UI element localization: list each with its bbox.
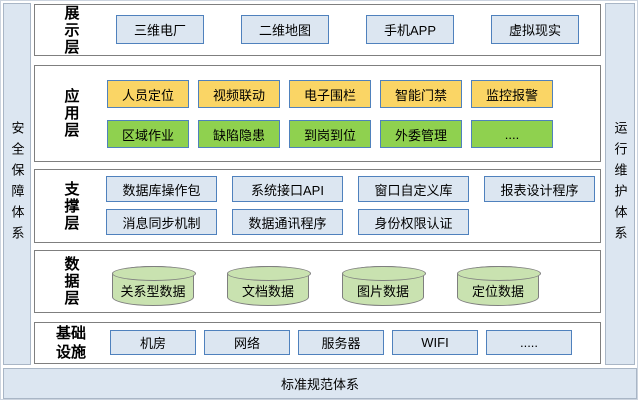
node-system-api: 系统接口API [232,176,343,202]
node-db-toolkit: 数据库操作包 [106,176,217,202]
node-2d-map: 二维地图 [241,15,329,44]
application-row-2: 区域作业 缺陷隐患 到岗到位 外委管理 .... [107,120,553,148]
node-mobile-app: 手机APP [366,15,454,44]
node-video-linkage: 视频联动 [198,80,280,108]
layer-application: 应用层 人员定位 视频联动 电子围栏 智能门禁 监控报警 区域作业 缺陷隐患 到… [34,65,601,162]
layer-data: 数据层 关系型数据 文档数据 图片数据 定位数据 [34,250,601,313]
node-virtual-reality: 虚拟现实 [491,15,579,44]
node-network: 网络 [204,330,290,355]
node-defect-hazard: 缺陷隐患 [198,120,280,148]
application-row-1: 人员定位 视频联动 电子围栏 智能门禁 监控报警 [107,80,553,108]
layer-application-label: 应用层 [62,88,80,139]
node-server-room: 机房 [110,330,196,355]
right-pillar-label: 运行维护体系 [612,121,628,247]
layer-infrastructure-label: 基础设施 [55,325,86,361]
bottom-bar-label: 标准规范体系 [280,377,359,392]
node-outsourcing-mgmt: 外委管理 [380,120,462,148]
cylinder-relational-data: 关系型数据 [112,266,196,306]
left-pillar-label: 安全保障体系 [9,121,25,247]
node-window-custom-lib: 窗口自定义库 [358,176,469,202]
layer-presentation-label: 展示层 [62,4,80,56]
node-smart-access: 智能门禁 [380,80,462,108]
data-row: 关系型数据 文档数据 图片数据 定位数据 [112,266,541,306]
node-data-comm: 数据通讯程序 [232,209,343,235]
node-electronic-fence: 电子围栏 [289,80,371,108]
node-area-work: 区域作业 [107,120,189,148]
node-more-apps: .... [471,120,553,148]
left-pillar-security-assurance: 安全保障体系 [3,3,31,365]
cylinder-document-data: 文档数据 [227,266,311,306]
node-3d-plant: 三维电厂 [116,15,204,44]
node-more-infra: ..... [486,330,572,355]
node-wifi: WIFI [392,330,478,355]
node-monitor-alarm: 监控报警 [471,80,553,108]
layer-infrastructure: 基础设施 机房 网络 服务器 WIFI ..... [34,322,601,364]
node-on-duty: 到岗到位 [289,120,371,148]
node-report-designer: 报表设计程序 [484,176,595,202]
node-personnel-location: 人员定位 [107,80,189,108]
node-server: 服务器 [298,330,384,355]
support-row-2: 消息同步机制 数据通讯程序 身份权限认证 [106,209,469,235]
presentation-row: 三维电厂 二维地图 手机APP 虚拟现实 [116,15,579,44]
right-pillar-operation-maintenance: 运行维护体系 [605,3,635,365]
cylinder-image-data: 图片数据 [342,266,426,306]
cylinder-location-data: 定位数据 [457,266,541,306]
layer-data-label: 数据层 [62,256,80,307]
infrastructure-row: 机房 网络 服务器 WIFI ..... [110,330,572,355]
layer-support-label: 支撑层 [62,180,80,232]
layer-presentation: 展示层 三维电厂 二维地图 手机APP 虚拟现实 [34,4,601,56]
layer-support: 支撑层 数据库操作包 系统接口API 窗口自定义库 报表设计程序 消息同步机制 … [34,169,601,243]
support-row-1: 数据库操作包 系统接口API 窗口自定义库 报表设计程序 [106,176,595,202]
bottom-bar-standards: 标准规范体系 [3,368,637,399]
node-message-sync: 消息同步机制 [106,209,217,235]
node-identity-auth: 身份权限认证 [358,209,469,235]
